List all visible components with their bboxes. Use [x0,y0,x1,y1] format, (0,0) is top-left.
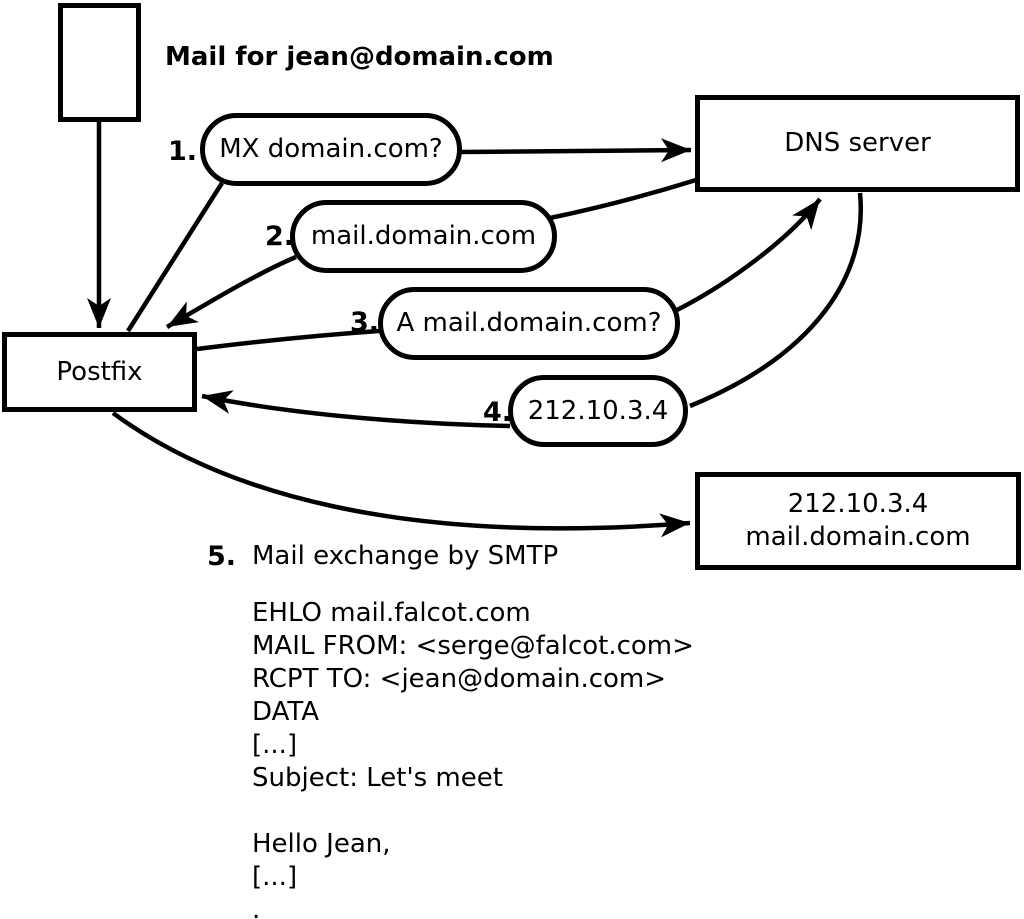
arrow-mx-answer-to-postfix [165,254,297,329]
arrow-postfix-to-mailserver [111,411,691,538]
step-1-number: 1. [168,136,198,167]
mail-message-icon [58,3,141,122]
mail-server-box: 212.10.3.4 mail.domain.com [695,472,1021,570]
smtp-line-ellipsis1: [...] [252,730,298,760]
step-3-number: 3. [350,307,380,338]
line-postfix-to-mx-query [126,181,224,333]
arrow-mx-query-to-dns [460,138,692,163]
mx-answer-pill: mail.domain.com [290,200,557,273]
a-answer-label: 212.10.3.4 [527,395,669,426]
dns-server-label: DNS server [784,128,931,158]
line-postfix-to-a-query [196,327,393,352]
step-5-number: 5. [207,541,237,572]
a-query-pill: A mail.domain.com? [378,287,680,360]
smtp-line-mail-from: MAIL FROM: <serge@falcot.com> [252,631,694,661]
smtp-transcript: EHLO mail.falcot.com MAIL FROM: <serge@f… [252,597,694,919]
line-dns-to-mx-answer [549,177,697,221]
smtp-line-ellipsis2: [...] [252,862,298,892]
smtp-line-blank [252,795,694,828]
arrow-a-query-to-dns [675,197,822,313]
mx-query-pill: MX domain.com? [200,113,462,186]
smtp-line-ehlo: EHLO mail.falcot.com [252,598,531,628]
mx-query-label: MX domain.com? [219,134,443,164]
postfix-box: Postfix [2,332,197,412]
smtp-line-rcpt-to: RCPT TO: <jean@domain.com> [252,664,667,694]
mail-server-ip: 212.10.3.4 [787,489,929,519]
a-query-label: A mail.domain.com? [396,308,662,338]
smtp-line-greeting: Hello Jean, [252,829,391,859]
step-2-number: 2. [265,221,295,252]
mail-for-label: Mail for jean@domain.com [165,42,554,72]
smtp-line-end-dot: . [252,895,261,919]
step-4-number: 4. [483,397,513,428]
mail-server-hostname: mail.domain.com [745,522,971,552]
step-5-label: Mail exchange by SMTP [252,541,559,571]
postfix-label: Postfix [56,356,143,387]
a-answer-pill: 212.10.3.4 [508,375,688,447]
line-dns-to-a-answer [689,192,864,409]
mx-answer-label: mail.domain.com [310,221,537,251]
smtp-line-subject: Subject: Let's meet [252,763,503,793]
arrow-a-answer-to-postfix [201,390,511,429]
smtp-line-data: DATA [252,697,319,727]
dns-server-box: DNS server [695,95,1020,192]
